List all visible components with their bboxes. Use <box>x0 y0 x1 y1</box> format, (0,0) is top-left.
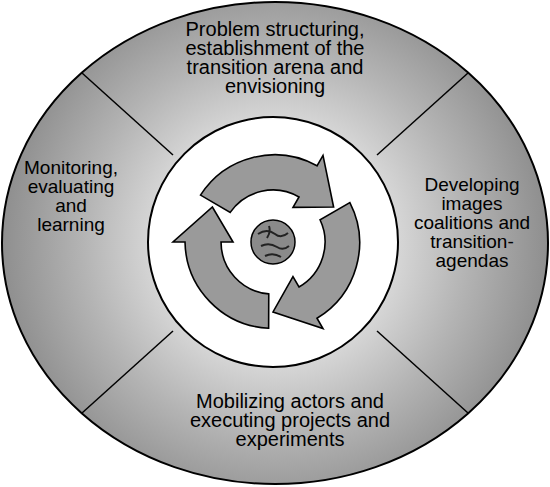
sector-text: Developing images coalitions and transit… <box>411 175 533 270</box>
sector-text: Mobilizing actors and executing projects… <box>174 392 406 449</box>
sector-text: Monitoring, evaluating and learning <box>19 158 123 234</box>
sector-dividers <box>82 73 468 413</box>
monitoring-sector: Monitoring, evaluating and learning <box>19 158 123 234</box>
developing-sector: Developing images coalitions and transit… <box>411 175 533 270</box>
recycle-arrows <box>167 155 385 349</box>
mobilizing-sector: Mobilizing actors and executing projects… <box>174 392 406 449</box>
inner-circle <box>148 117 398 367</box>
globe-icon <box>251 220 295 264</box>
problem-structuring-sector: Problem structuring, establishment of th… <box>153 20 397 96</box>
sector-text: Problem structuring, establishment of th… <box>153 20 397 96</box>
